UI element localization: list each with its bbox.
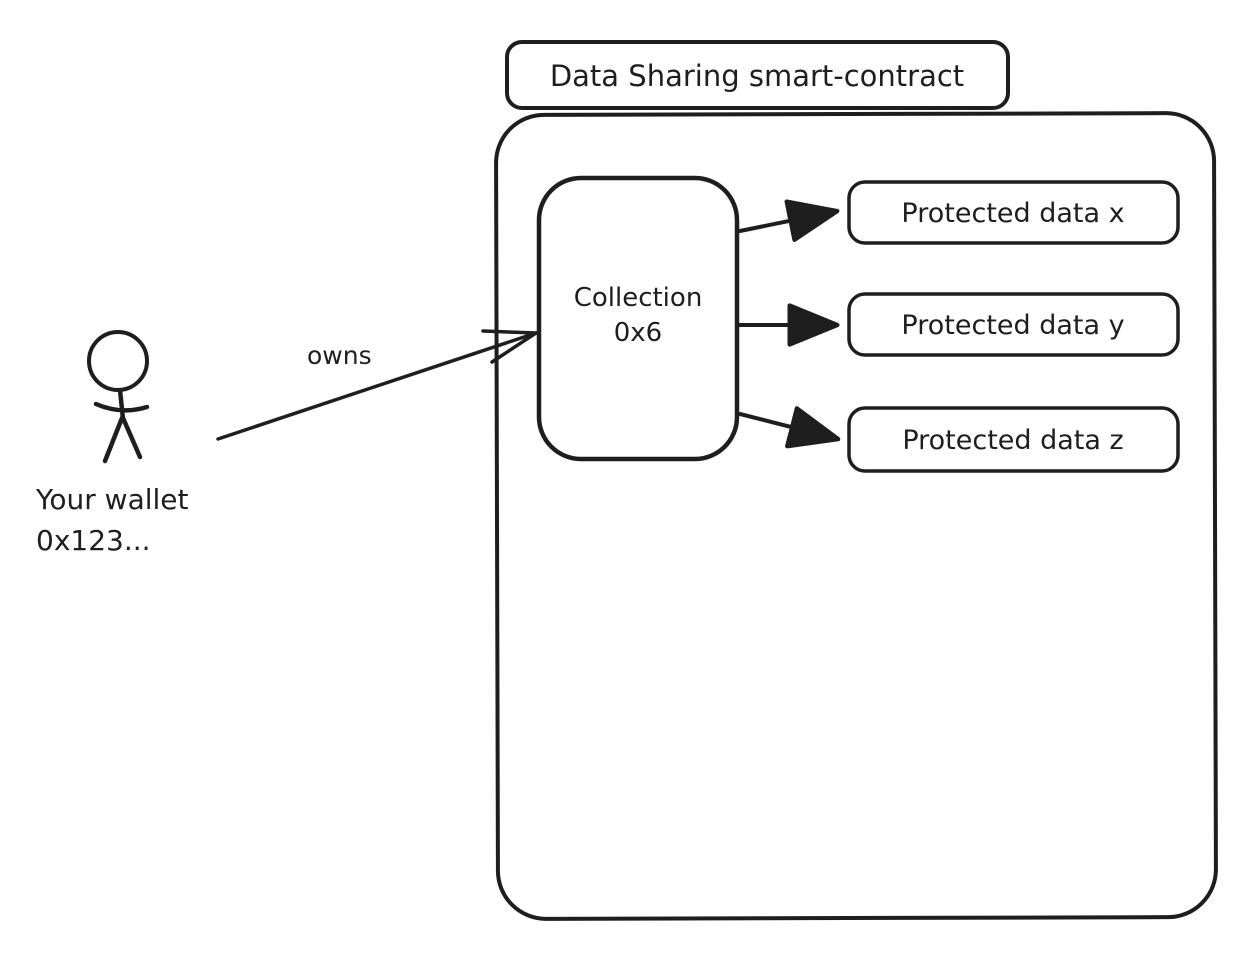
person-leg-left	[102, 415, 125, 464]
protected-data-y-box	[847, 292, 1180, 357]
stick-figure	[87, 330, 150, 464]
owns-label: owns	[307, 341, 372, 370]
arrow-collection-to-x	[738, 199, 840, 242]
protected-data-z-node: Protected data z	[847, 406, 1180, 473]
protected-data-z-box	[847, 406, 1180, 473]
person-head	[87, 330, 149, 392]
protected-data-y-node: Protected data y	[847, 292, 1180, 357]
smart-contract-title-box	[505, 40, 1010, 110]
owns-arrow	[216, 329, 538, 441]
arrow-collection-to-z	[738, 406, 841, 449]
protected-data-y-label: Protected data y	[901, 310, 1124, 341]
protected-data-x-node: Protected data x	[847, 180, 1180, 245]
person-arms	[93, 401, 150, 413]
collection-box	[536, 175, 740, 462]
collection-address: 0x6	[614, 318, 662, 348]
person-leg-right	[120, 415, 143, 460]
protected-data-x-label: Protected data x	[901, 198, 1124, 229]
wallet-label-line2: 0x123...	[36, 524, 151, 557]
collection-label: Collection	[574, 283, 703, 313]
wallet-label-line1: Your wallet	[35, 483, 189, 516]
protected-data-z-label: Protected data z	[902, 425, 1123, 456]
protected-data-x-box	[847, 180, 1180, 245]
smart-contract-title: Data Sharing smart-contract	[550, 59, 964, 93]
person-body	[117, 387, 126, 422]
